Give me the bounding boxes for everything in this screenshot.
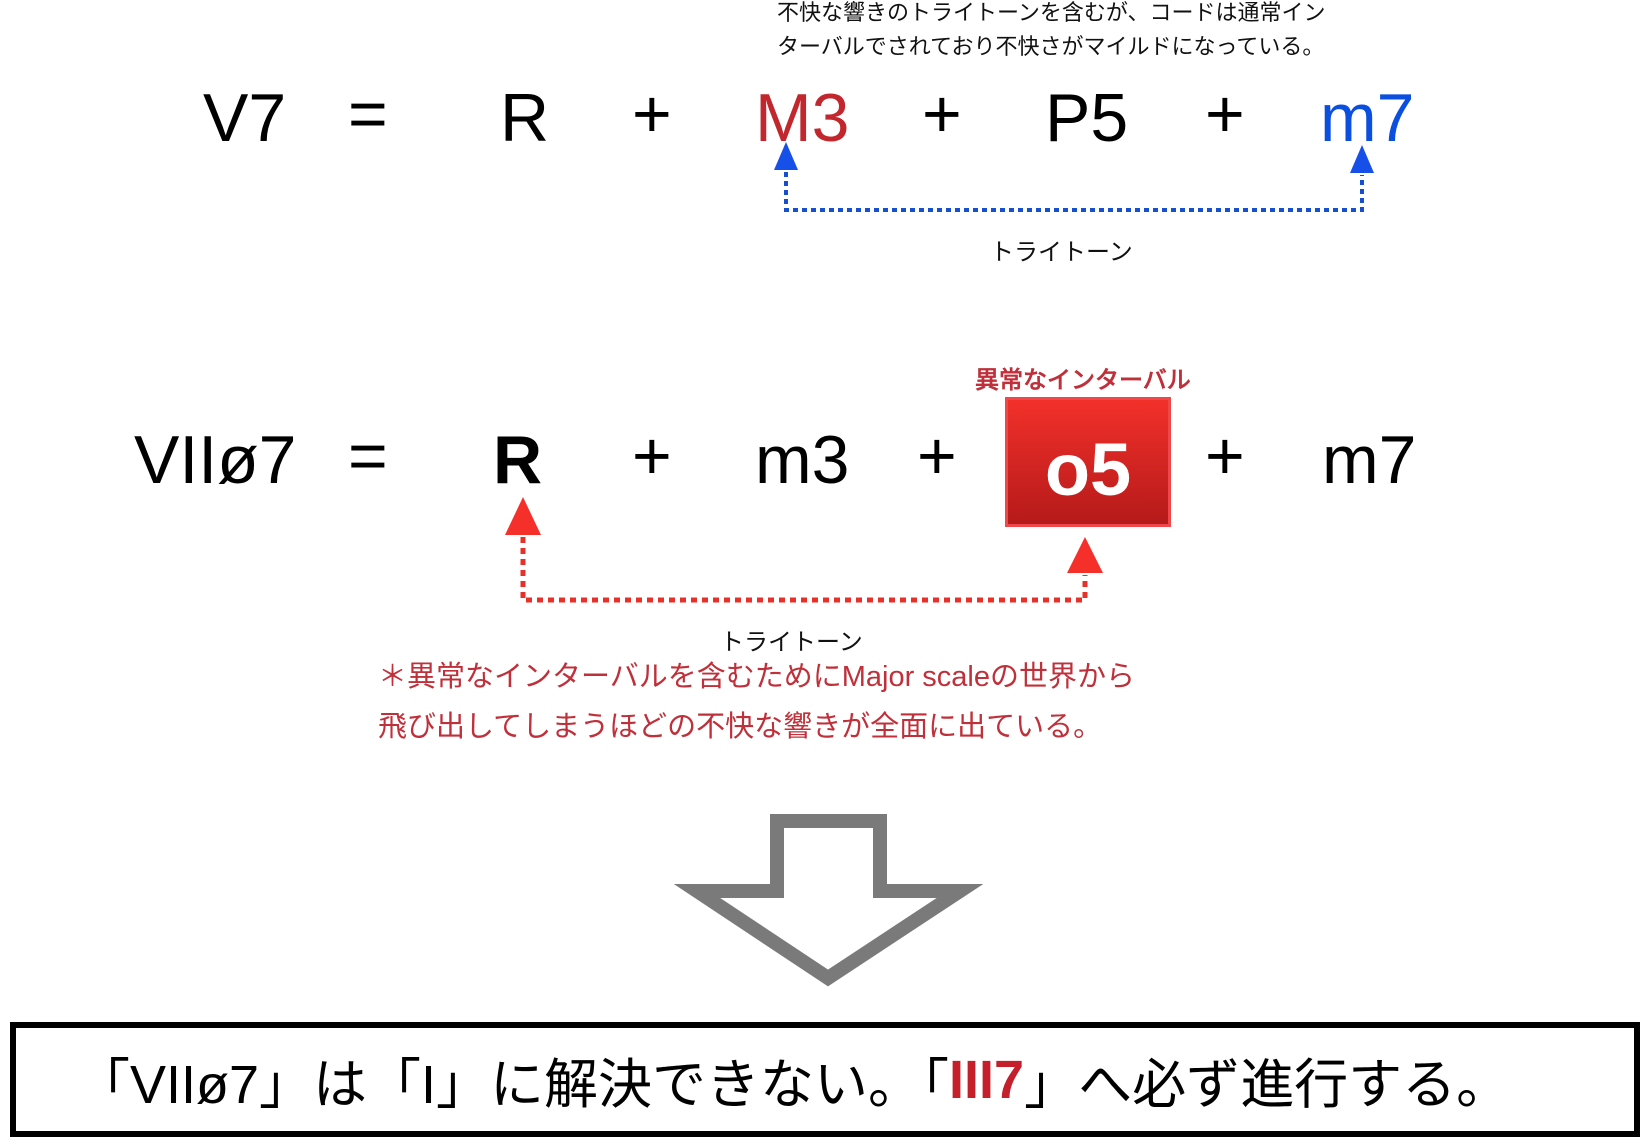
arrow-up-icon <box>505 497 541 535</box>
v7-tritone-bracket <box>774 142 1374 212</box>
v7-plus-1: + <box>632 76 672 152</box>
v7-term-perfect-fifth: P5 <box>1045 80 1129 156</box>
vii-plus-1: + <box>632 418 672 494</box>
conclusion-text-part2: 」へ必ず進行する。 <box>1024 1055 1511 1115</box>
v7-equals: = <box>348 76 388 152</box>
vii-chord: VIIø7 <box>134 422 297 498</box>
v7-note: 不快な響きのトライトーンを含むが、コードは通常イン ターバルでされており不快さが… <box>777 0 1325 64</box>
down-arrow-icon <box>673 814 984 987</box>
vii-note-line1: ＊異常なインターバルを含むためにMajor scaleの世界から <box>378 661 1135 693</box>
vii-tritone-bracket <box>505 497 1103 603</box>
v7-tritone-label: トライトーン <box>990 239 1133 266</box>
conclusion-box: 「VIIø7」は「I」に解決できない。「III7」へ必ず進行する。 <box>10 1022 1640 1137</box>
vii-note-line2: 飛び出してしまうほどの不快な響きが全面に出ている。 <box>378 711 1103 743</box>
diminished-fifth-box: o5 <box>1005 397 1171 527</box>
arrow-up-icon <box>774 142 798 170</box>
v7-plus-2: + <box>922 76 962 152</box>
vii-term-minor-third: m3 <box>755 422 850 498</box>
v7-term-major-third: M3 <box>755 80 850 156</box>
vii-term-root: R <box>493 422 543 498</box>
v7-term-minor-seventh: m7 <box>1320 80 1415 156</box>
abnormal-interval-label: 異常なインターバル <box>975 367 1191 394</box>
v7-chord: V7 <box>203 80 287 156</box>
vii-plus-3: + <box>1205 418 1245 494</box>
v7-note-line2: ターバルでされており不快さがマイルドになっている。 <box>777 34 1325 59</box>
vii-explanation-note: ＊異常なインターバルを含むためにMajor scaleの世界から 飛び出してしま… <box>378 652 1135 752</box>
arrow-up-icon <box>1350 145 1374 173</box>
v7-term-root: R <box>500 80 550 156</box>
v7-plus-3: + <box>1205 76 1245 152</box>
v7-note-line1: 不快な響きのトライトーンを含むが、コードは通常イン <box>777 0 1326 25</box>
conclusion-highlight: III7 <box>949 1049 1025 1110</box>
arrow-up-icon <box>1067 537 1103 573</box>
conclusion-text-part1: 「VIIø7」は「I」に解決できない。「 <box>76 1055 950 1115</box>
vii-term-diminished-fifth: o5 <box>1044 427 1132 511</box>
vii-equals: = <box>348 418 388 494</box>
vii-plus-2: + <box>917 418 957 494</box>
vii-tritone-label: トライトーン <box>720 629 863 656</box>
vii-term-minor-seventh: m7 <box>1322 422 1417 498</box>
